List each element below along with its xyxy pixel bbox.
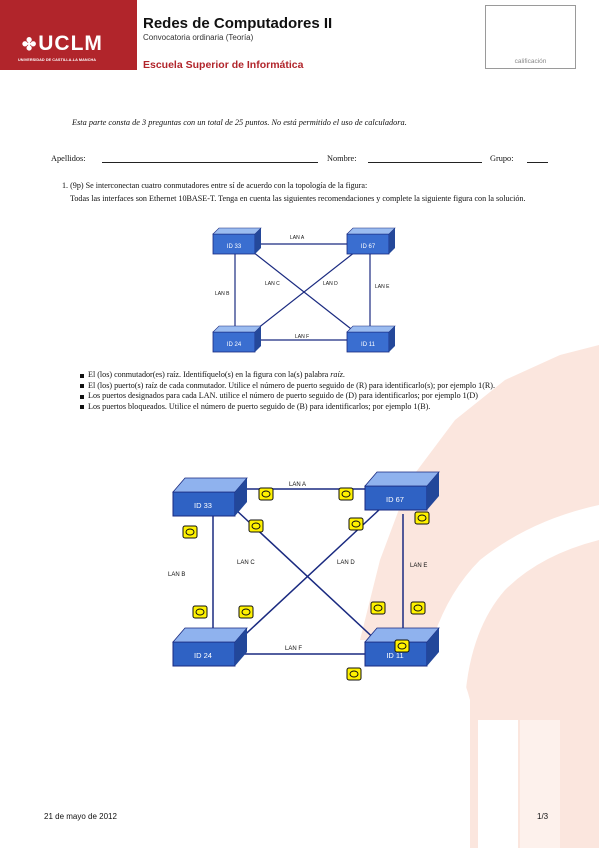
small-lan-f: LAN F — [295, 334, 309, 340]
grade-label: calificación — [514, 58, 547, 65]
answer-callout[interactable] — [248, 519, 264, 533]
answer-callout[interactable] — [182, 525, 198, 539]
school-name: Escuela Superior de Informática — [143, 59, 304, 71]
large-switch-id33: ID 33 — [172, 477, 248, 517]
large-switch-id24: ID 24 — [172, 627, 248, 667]
small-switch-label: ID 11 — [361, 342, 376, 348]
answer-callout[interactable] — [394, 639, 410, 653]
question-1-text: Todas las interfaces son Ethernet 10BASE… — [70, 194, 526, 203]
group-field[interactable] — [527, 162, 548, 163]
grade-box[interactable]: calificación — [485, 5, 576, 69]
exam-instructions: Esta parte consta de 3 preguntas con un … — [72, 118, 407, 127]
small-switch-label: ID 33 — [227, 244, 242, 250]
answer-callout[interactable] — [338, 487, 354, 501]
large-switch-label: ID 67 — [386, 495, 404, 504]
page-number: 1/3 — [537, 812, 549, 821]
answer-callout[interactable] — [410, 601, 426, 615]
answer-callout[interactable] — [348, 517, 364, 531]
requirement-item: Los puertos designados para cada LAN. ut… — [80, 391, 546, 402]
answer-callout[interactable] — [192, 605, 208, 619]
small-switch-id33: ID 33 — [212, 227, 262, 255]
large-switch-label: ID 33 — [194, 501, 212, 510]
large-switch-id67: ID 67 — [364, 471, 440, 511]
answer-callout[interactable] — [238, 605, 254, 619]
question-1-heading: 1. (9p) Se interconectan cuatro conmutad… — [62, 181, 367, 190]
small-lan-c: LAN C — [265, 281, 280, 287]
large-lan-d: LAN D — [337, 560, 355, 566]
small-lan-b: LAN B — [215, 291, 230, 297]
requirement-item: El (los) puerto(s) raíz de cada conmutad… — [80, 381, 546, 392]
large-switch-label: ID 24 — [194, 651, 212, 660]
logo-subtext: UNIVERSIDAD DE CASTILLA-LA MANCHA — [18, 58, 97, 62]
answer-callout[interactable] — [258, 487, 274, 501]
requirement-item: El (los) conmutador(es) raíz. Identifíqu… — [80, 370, 546, 381]
large-lan-c: LAN C — [237, 560, 255, 566]
group-label: Grupo: — [490, 154, 514, 163]
course-title: Redes de Computadores II — [143, 15, 333, 32]
exam-type: Convocatoria ordinaria (Teoría) — [143, 33, 254, 42]
small-lan-e: LAN E — [375, 284, 390, 290]
large-lan-b: LAN B — [168, 572, 185, 578]
question-1-requirements: El (los) conmutador(es) raíz. Identifíqu… — [80, 370, 546, 413]
large-switch-label: ID 11 — [386, 651, 403, 660]
question-1-number: 1. (9p) — [62, 181, 84, 190]
question-1-line1: Se interconectan cuatro conmutadores ent… — [85, 181, 368, 190]
answer-callout[interactable] — [370, 601, 386, 615]
large-lan-f: LAN F — [285, 646, 302, 652]
requirement-item: Los puertos bloqueados. Utilice el númer… — [80, 402, 546, 413]
footer-date: 21 de mayo de 2012 — [44, 812, 117, 821]
small-switch-id24: ID 24 — [212, 325, 262, 353]
answer-callout[interactable] — [346, 667, 362, 681]
name-label: Nombre: — [327, 154, 357, 163]
answer-callout[interactable] — [414, 511, 430, 525]
small-lan-d: LAN D — [323, 281, 338, 287]
large-lan-a: LAN A — [289, 482, 306, 488]
large-lan-e: LAN E — [410, 563, 427, 569]
surname-label: Apellidos: — [51, 154, 86, 163]
name-field[interactable] — [368, 162, 482, 163]
large-topology-diagram: ID 33 ID 67 ID 24 ID 11 LAN A LAN B LAN … — [168, 471, 440, 681]
small-switch-id11: ID 11 — [346, 325, 396, 353]
logo-text: UCLM — [38, 32, 103, 55]
small-topology-diagram: ID 33 ID 67 ID 24 ID 11 LAN A LAN B LAN … — [212, 227, 396, 353]
small-lan-a: LAN A — [290, 235, 305, 241]
ucl-logo: ✤UCLM UNIVERSIDAD DE CASTILLA-LA MANCHA — [0, 0, 137, 70]
surname-field[interactable] — [102, 162, 318, 163]
small-switch-id67: ID 67 — [346, 227, 396, 255]
small-switch-label: ID 67 — [361, 244, 376, 250]
small-switch-label: ID 24 — [227, 342, 242, 348]
